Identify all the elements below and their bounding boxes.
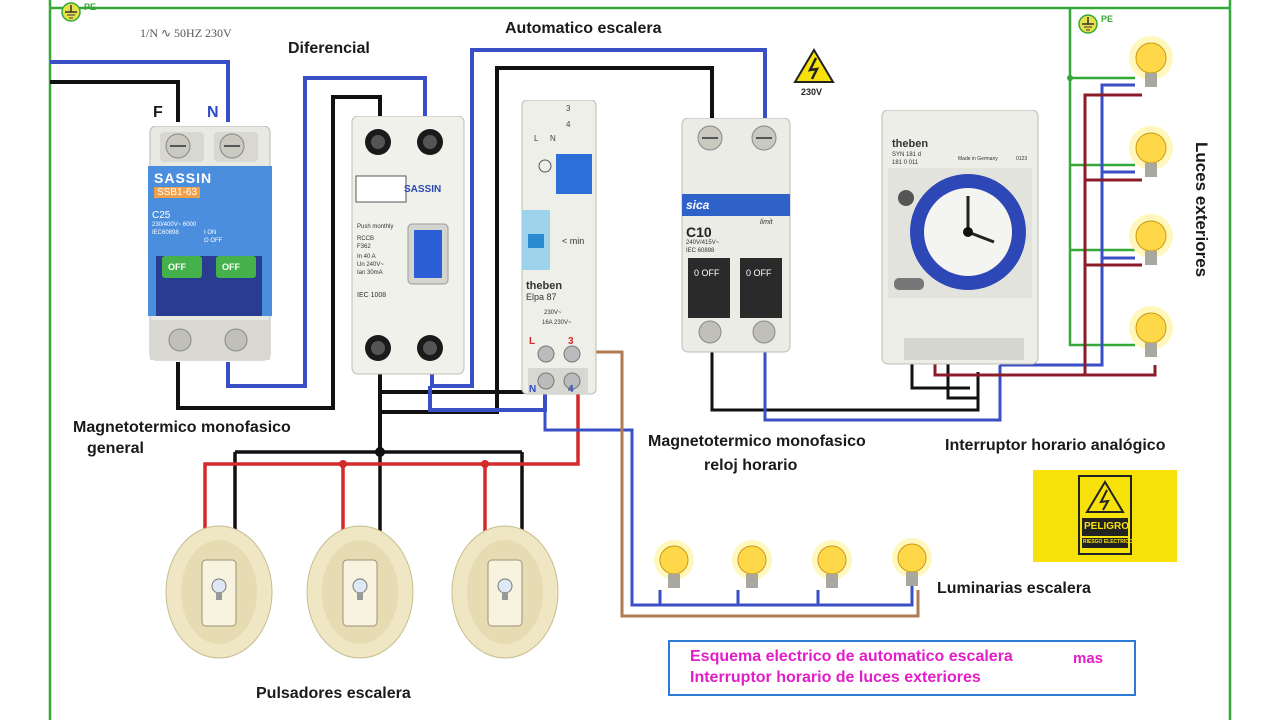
exterior-lamp-3 bbox=[1126, 212, 1176, 281]
caption-line-1b: mas bbox=[1073, 650, 1104, 667]
phase-label: F bbox=[153, 104, 163, 121]
rccb-in: In 40 A bbox=[357, 254, 376, 260]
danger-sign-title: PELIGRO bbox=[1084, 521, 1130, 532]
label-magneto-general-2: general bbox=[87, 440, 144, 457]
rccb-brand: SASSIN bbox=[404, 184, 442, 195]
label-magneto-general-1: Magnetotermico monofasico bbox=[73, 419, 291, 436]
junction-dot bbox=[481, 460, 489, 468]
danger-sign: PELIGRO RIESGO ELECTRICO bbox=[1033, 470, 1177, 562]
pushbutton-1[interactable] bbox=[164, 524, 274, 660]
timer-term-4: 4 bbox=[568, 384, 574, 395]
time-switch-brand: theben bbox=[892, 138, 929, 150]
clock-wiring bbox=[710, 83, 1157, 422]
junction-dot bbox=[339, 460, 347, 468]
label-interruptor-horario: Interruptor horario analógico bbox=[945, 437, 1166, 454]
label-luminarias-escalera: Luminarias escalera bbox=[937, 580, 1091, 597]
breaker-general[interactable]: SASSIN SSB1-63 C25 230/400V~ 6000 IEC608… bbox=[148, 126, 272, 362]
earth-wires bbox=[48, 0, 1232, 720]
timer-model: Elpa 87 bbox=[526, 292, 557, 302]
clock-breaker-rating: C10 bbox=[686, 224, 712, 240]
exterior-lamp-2 bbox=[1126, 124, 1176, 193]
rccb-std: IEC 1008 bbox=[357, 292, 387, 299]
label-magneto-reloj-1: Magnetotermico monofasico bbox=[648, 433, 866, 450]
voltage-warning-label: 230V bbox=[801, 87, 823, 97]
earth-symbol-left bbox=[60, 1, 100, 28]
earth-symbol-right bbox=[1077, 13, 1101, 42]
timer-top-4: 4 bbox=[566, 120, 571, 129]
rccb-type: RCCB bbox=[357, 236, 375, 242]
rccb-un: Un 240V~ bbox=[357, 262, 384, 268]
neutral-label: N bbox=[207, 104, 219, 121]
breaker-general-state-1[interactable]: OFF bbox=[168, 262, 186, 272]
timer-brand: theben bbox=[526, 280, 563, 292]
stair-lamp-2 bbox=[728, 538, 776, 603]
voltage-warning-icon bbox=[793, 48, 835, 89]
exterior-lamp-4 bbox=[1126, 304, 1176, 373]
clock-breaker-limit: limit bbox=[760, 219, 773, 226]
timer-v1: 230V~ bbox=[544, 310, 562, 316]
supply-wires bbox=[50, 60, 230, 122]
junction-dot bbox=[375, 447, 385, 457]
timer-v2: 16A 230V~ bbox=[542, 320, 572, 326]
time-switch-year: 0123 bbox=[1016, 156, 1028, 162]
breaker-clock[interactable]: sica limit C10 240V/415V~ IEC 60898 0 OF… bbox=[680, 118, 792, 354]
breaker-general-on: I ON bbox=[204, 230, 217, 236]
clock-breaker-brand: sica bbox=[686, 198, 710, 212]
stair-lamp-wires bbox=[543, 350, 920, 618]
time-switch-model: SYN 181 d bbox=[892, 152, 922, 158]
breaker-general-spec: 230/400V~ 6000 bbox=[152, 222, 197, 228]
rccb-ian: Ian 30mA bbox=[357, 270, 383, 276]
label-automatico-escalera: Automatico escalera bbox=[505, 20, 662, 37]
label-diferencial: Diferencial bbox=[288, 40, 370, 57]
timer-top-l: L bbox=[534, 134, 539, 143]
timer-term-l: L bbox=[529, 336, 536, 347]
rccb-push: Push monthly bbox=[357, 224, 394, 230]
clock-breaker-state-2[interactable]: 0 OFF bbox=[746, 268, 772, 278]
time-switch-made: Made in Germany bbox=[958, 156, 998, 162]
caption-line-1: Esquema electrico de automatico escalera bbox=[690, 648, 1013, 665]
timer-top-n: N bbox=[550, 134, 556, 143]
timer-min: < min bbox=[562, 236, 585, 246]
timer-term-n: N bbox=[529, 384, 537, 395]
rccb-differential[interactable]: SASSIN Push monthly RCCB F362 In 40 A Un… bbox=[350, 116, 466, 376]
rccb-model: F362 bbox=[357, 244, 371, 250]
stair-lamp-1 bbox=[650, 538, 698, 603]
breaker-general-model: SSB1-63 bbox=[154, 187, 201, 198]
label-magneto-reloj-2: reloj horario bbox=[704, 457, 798, 474]
label-pulsadores-escalera: Pulsadores escalera bbox=[256, 685, 411, 702]
breaker-general-state-2[interactable]: OFF bbox=[222, 262, 240, 272]
timer-term-3: 3 bbox=[568, 336, 574, 347]
general-to-rccb bbox=[176, 76, 427, 410]
earth-label-left: PE bbox=[84, 2, 97, 12]
caption-line-2: Interruptor horario de luces exteriores bbox=[690, 669, 981, 686]
earth-label-right: PE bbox=[1101, 14, 1114, 24]
time-switch-analog[interactable]: theben SYN 181 d 181 0 011 Made in Germa… bbox=[880, 110, 1040, 366]
timer-top-3: 3 bbox=[566, 104, 571, 113]
clock-breaker-state-1[interactable]: 0 OFF bbox=[694, 268, 720, 278]
junction-dot bbox=[1067, 75, 1073, 81]
exterior-lamp-1 bbox=[1126, 34, 1176, 103]
danger-sign-subtitle: RIESGO ELECTRICO bbox=[1083, 539, 1133, 545]
caption-box: Esquema electrico de automatico escalera… bbox=[668, 640, 1136, 696]
clock-breaker-std: IEC 60898 bbox=[686, 248, 715, 254]
label-luces-exteriores: Luces exteriores bbox=[1192, 142, 1211, 278]
breaker-general-std: IEC60898 bbox=[152, 230, 179, 236]
pushbutton-2[interactable] bbox=[305, 524, 415, 660]
breaker-general-brand: SASSIN bbox=[154, 170, 213, 186]
stair-lamp-4 bbox=[888, 536, 936, 601]
breaker-general-off: O OFF bbox=[204, 238, 223, 244]
stair-timer-elpa87[interactable]: L N 3 4 < min theben Elpa 87 230V~ 16A 2… bbox=[520, 100, 598, 396]
time-switch-code: 181 0 011 bbox=[892, 160, 919, 166]
pushbutton-3[interactable] bbox=[450, 524, 560, 660]
stair-lamp-3 bbox=[808, 538, 856, 603]
clock-breaker-spec: 240V/415V~ bbox=[686, 240, 720, 246]
supply-spec: 1/N ∿ 50HZ 230V bbox=[140, 26, 232, 40]
breaker-general-rating: C25 bbox=[152, 210, 171, 221]
